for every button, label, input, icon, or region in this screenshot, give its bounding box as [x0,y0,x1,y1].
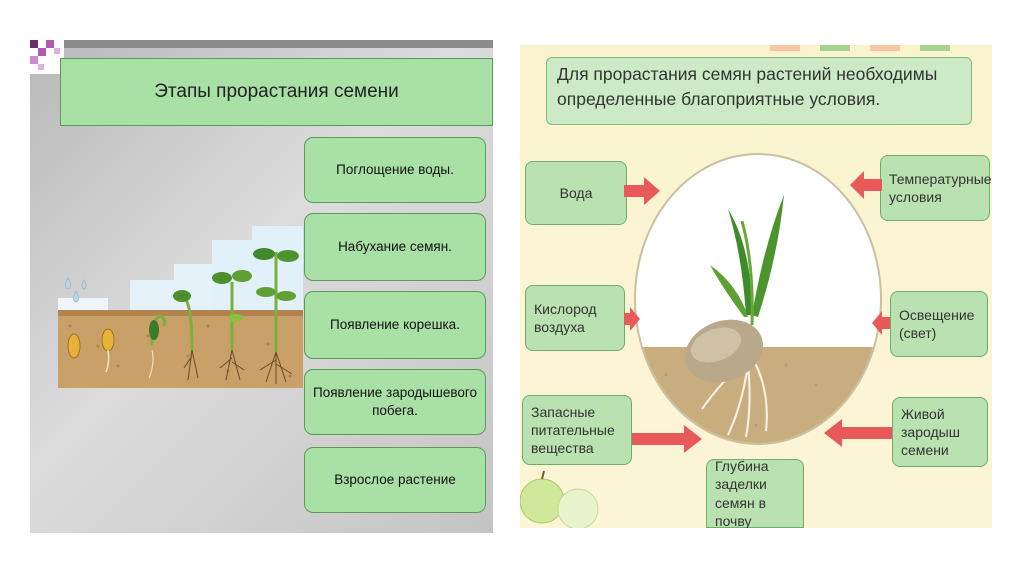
condition-temperature: Температурные условия [880,155,990,221]
condition-nutrients: Запасные питательные вещества [522,395,632,465]
condition-embryo: Живой зародыш семени [892,397,988,467]
stage-box-1: Поглощение воды. [304,137,486,203]
stage-box-5: Взрослое растение [304,447,486,513]
condition-water: Вода [525,161,627,225]
seedling-circle [634,153,882,445]
page-title: Этапы прорастания семени [60,58,493,126]
condition-light: Освещение (свет) [890,291,988,357]
title-line-1: Для прорастания семян растений необходим… [557,62,961,87]
top-bar [64,40,493,48]
stage-box-4: Появление зародышевого побега. [304,369,486,435]
arrow-right-icon [624,307,640,331]
top-stripe [820,45,850,51]
seedling-illustration [636,155,880,443]
stage-box-3: Появление корешка. [304,291,486,359]
arrow-left-icon [850,171,882,199]
left-slide: Этапы прорастания семени Поглощение воды… [30,40,493,533]
title-line-2: определенные благоприятные условия. [557,87,961,112]
corner-decoration-icon [30,40,64,74]
condition-depth: Глубина заделки семян в почву [706,459,804,528]
right-slide: Для прорастания семян растений необходим… [520,45,992,528]
germination-stages-illustration [58,226,303,388]
conditions-title: Для прорастания семян растений необходим… [546,57,972,125]
arrow-right-icon [632,425,702,453]
apple-decoration-icon [520,465,600,528]
condition-oxygen: Кислород воздуха [525,285,625,351]
top-stripe [770,45,800,51]
arrow-left-icon [872,311,890,335]
arrow-left-icon [824,419,892,447]
top-stripe [870,45,900,51]
arrow-right-icon [624,177,660,205]
top-stripe [920,45,950,51]
stage-box-2: Набухание семян. [304,213,486,281]
